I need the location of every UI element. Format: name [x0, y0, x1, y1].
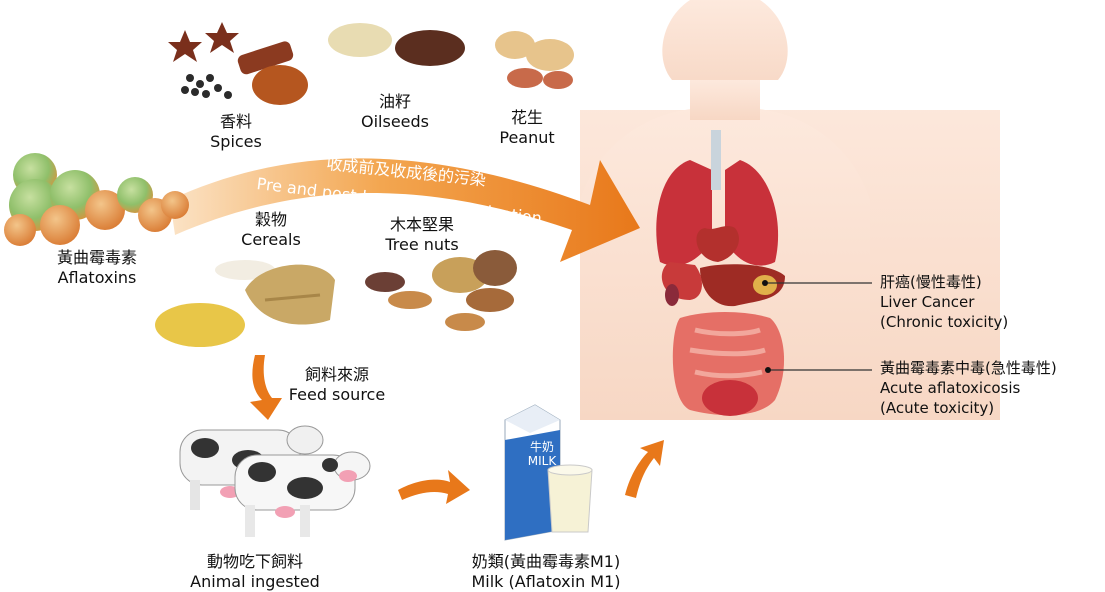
milk-carton-en: MILK	[527, 454, 557, 468]
feed-source-label-en: Feed source	[282, 385, 392, 405]
peanut-label-zh: 花生	[482, 108, 572, 128]
liver-cancer-note: (Chronic toxicity)	[880, 312, 1008, 332]
aflatoxins-label: 黃曲霉毒素 Aflatoxins	[42, 248, 152, 288]
cow-illustration	[180, 426, 370, 537]
aflatoxins-label-zh: 黃曲霉毒素	[42, 248, 152, 268]
peanut-illustration	[495, 31, 574, 89]
intestines	[673, 312, 784, 416]
spices-label-zh: 香料	[196, 112, 276, 132]
human-body-silhouette	[580, 0, 1000, 420]
animal-ingested-label: 動物吃下飼料 Animal ingested	[180, 552, 330, 592]
liver-cancer-label: 肝癌(慢性毒性) Liver Cancer (Chronic toxicity)	[880, 272, 1008, 332]
aflatoxins-label-en: Aflatoxins	[42, 268, 152, 288]
animal-ingested-label-zh: 動物吃下飼料	[180, 552, 330, 572]
oilseeds-illustration	[328, 23, 465, 66]
milk-label-zh: 奶類(黃曲霉毒素M1)	[446, 552, 646, 572]
spices-label-en: Spices	[196, 132, 276, 152]
aflatoxin-spores	[4, 153, 189, 246]
milk-glass	[548, 465, 592, 532]
tree-nuts-label-en: Tree nuts	[372, 235, 472, 255]
oilseeds-label: 油籽 Oilseeds	[350, 92, 440, 132]
milk-carton-zh: 牛奶	[527, 440, 557, 454]
peanut-label-en: Peanut	[482, 128, 572, 148]
milk-label: 奶類(黃曲霉毒素M1) Milk (Aflatoxin M1)	[446, 552, 646, 592]
acute-aflatoxicosis-label: 黃曲霉毒素中毒(急性毒性) Acute aflatoxicosis (Acute…	[880, 358, 1057, 418]
cereals-label: 穀物 Cereals	[226, 210, 316, 250]
peanut-label: 花生 Peanut	[482, 108, 572, 148]
feed-down-arrow	[250, 355, 282, 420]
liver-cancer-zh: 肝癌(慢性毒性)	[880, 272, 1008, 292]
milk-to-body-arrow	[625, 440, 664, 498]
cereals-label-zh: 穀物	[226, 210, 316, 230]
liver-cancer-en: Liver Cancer	[880, 292, 1008, 312]
cereals-label-en: Cereals	[226, 230, 316, 250]
spices-label: 香料 Spices	[196, 112, 276, 152]
oilseeds-label-zh: 油籽	[350, 92, 440, 112]
acute-aflatoxicosis-note: (Acute toxicity)	[880, 398, 1057, 418]
milk-label-en: Milk (Aflatoxin M1)	[446, 572, 646, 592]
milk-carton-label: 牛奶 MILK	[527, 440, 557, 468]
spices-illustration	[168, 22, 308, 105]
tree-nuts-label: 木本堅果 Tree nuts	[372, 215, 472, 255]
cereals-illustration	[155, 260, 335, 347]
tree-nuts-illustration	[365, 250, 517, 331]
oilseeds-label-en: Oilseeds	[350, 112, 440, 132]
tree-nuts-label-zh: 木本堅果	[372, 215, 472, 235]
feed-source-label-zh: 飼料來源	[282, 365, 392, 385]
acute-aflatoxicosis-en: Acute aflatoxicosis	[880, 378, 1057, 398]
animal-ingested-label-en: Animal ingested	[180, 572, 330, 592]
acute-aflatoxicosis-zh: 黃曲霉毒素中毒(急性毒性)	[880, 358, 1057, 378]
cow-to-milk-arrow	[398, 470, 470, 504]
feed-source-label: 飼料來源 Feed source	[282, 365, 392, 405]
